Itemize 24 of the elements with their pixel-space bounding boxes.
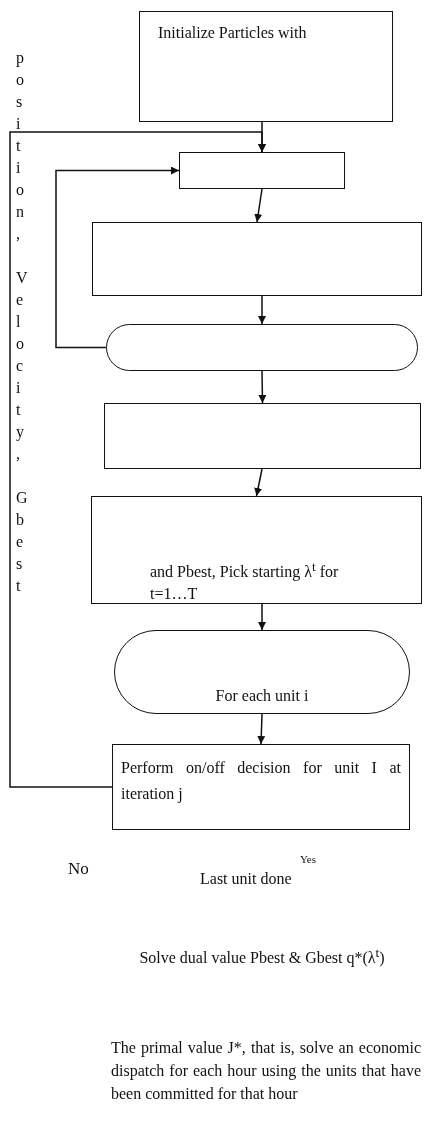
node-text: Perform on/off decision for unit I at iteration j <box>121 758 401 805</box>
text-label: Last unit done <box>200 869 293 889</box>
vertical-text: position, Velocity, Gbest <box>16 48 29 596</box>
arrow <box>257 713 266 745</box>
text-label: The primal value J*, that is, solve an economic dispatch for each hour using the units that have been committed for that hour <box>111 1038 421 1104</box>
process-box <box>112 744 410 830</box>
arrow <box>55 166 180 349</box>
text-label: and Pbest, Pick starting λ$^{t}$ for t=1…T <box>150 558 340 605</box>
arrow <box>258 295 266 325</box>
arrow <box>9 131 266 788</box>
process-box <box>91 496 422 604</box>
node-text: For each unit i <box>215 686 309 707</box>
arrow <box>254 468 263 497</box>
arrow <box>258 603 266 631</box>
process-box <box>104 403 421 469</box>
node-text: Initialize Particles with <box>158 23 307 43</box>
process-box <box>179 152 345 189</box>
arrow <box>254 188 263 223</box>
text-label: Yes <box>300 852 317 866</box>
process-box <box>139 11 393 122</box>
arrow <box>258 370 267 404</box>
text-label: No <box>68 858 90 880</box>
text-label: Solve dual value Pbest & Gbest q*(λ$^{t}$) <box>138 944 386 969</box>
process-box <box>92 222 422 296</box>
